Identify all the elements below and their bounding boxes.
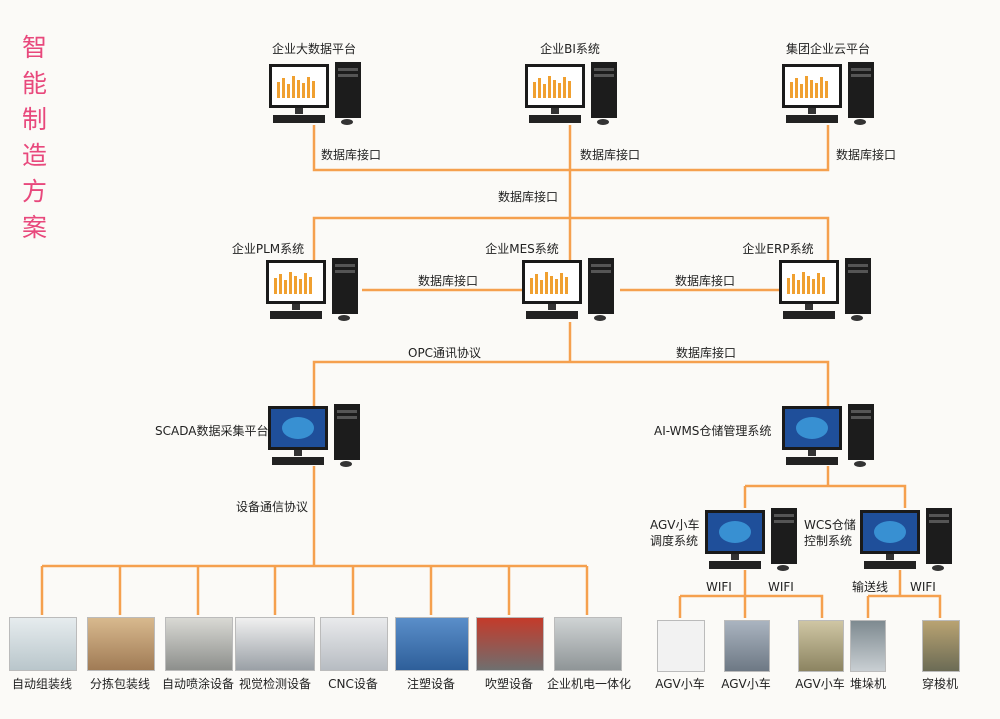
pc-cloud: [782, 62, 874, 125]
device-image-assembly-line: [9, 617, 77, 671]
label-bigdata: 企业大数据平台: [271, 42, 357, 56]
device-caption: AGV小车: [721, 677, 771, 691]
device-caption: 穿梭机: [921, 677, 959, 691]
line-wms-bus: [745, 484, 907, 508]
link-label-db-plm: 数据库接口: [418, 274, 479, 288]
title-char: 造: [22, 141, 48, 170]
line-lower-branch: [312, 360, 830, 410]
pc-plm: [266, 258, 358, 321]
device-caption: 堆垛机: [849, 677, 887, 691]
device-image-shuttle: [922, 620, 960, 672]
link-label-wifi3: WIFI: [910, 580, 936, 594]
title-char: 方: [22, 177, 48, 206]
device-image-blow-molding: [476, 617, 544, 671]
device-image-injection-molding: [395, 617, 469, 671]
page-title: 智 能 制 造 方 案: [22, 30, 52, 246]
device-caption: 吹塑设备: [484, 677, 534, 691]
pc-wcs: [860, 508, 952, 571]
device-image-stacker: [850, 620, 886, 672]
pc-scada: [268, 404, 360, 467]
link-label-db3: 数据库接口: [836, 148, 897, 162]
link-label-db-mid: 数据库接口: [498, 190, 559, 204]
device-image-vision-inspection: [235, 617, 315, 671]
device-caption: 分拣包装线: [89, 677, 151, 691]
link-label-device-protocol: 设备通信协议: [236, 500, 309, 514]
pc-agv-dispatch: [705, 508, 797, 571]
device-caption: 企业机电一体化: [546, 677, 632, 691]
label-cloud: 集团企业云平台: [785, 42, 871, 56]
device-image-mechatronics: [554, 617, 622, 671]
label-scada: SCADA数据采集平台: [155, 424, 269, 438]
device-image-sorting-line: [87, 617, 155, 671]
device-image-agv-2: [724, 620, 770, 672]
label-bi: 企业BI系统: [540, 42, 600, 56]
label-erp: 企业ERP系统: [742, 242, 814, 256]
label-wcs-2: 控制系统: [804, 534, 853, 548]
device-image-cnc: [320, 617, 388, 671]
device-image-spray-equipment: [165, 617, 233, 671]
label-plm: 企业PLM系统: [231, 242, 305, 256]
link-label-db1: 数据库接口: [321, 148, 382, 162]
device-caption: 自动组装线: [11, 677, 73, 691]
pc-bi: [525, 62, 617, 125]
line-wcs-bus: [868, 594, 942, 618]
device-caption: 自动喷涂设备: [161, 677, 235, 691]
device-caption: AGV小车: [795, 677, 845, 691]
label-wms: AI-WMS仓储管理系统: [654, 424, 772, 438]
pc-bigdata: [269, 62, 361, 125]
line-agv-bus: [680, 594, 824, 618]
device-caption: 视觉检测设备: [238, 677, 312, 691]
title-char: 智: [22, 33, 48, 62]
link-label-wifi2: WIFI: [768, 580, 794, 594]
pc-wms: [782, 404, 874, 467]
device-caption: 注塑设备: [406, 677, 456, 691]
label-mes: 企业MES系统: [485, 242, 559, 256]
link-label-wifi1: WIFI: [706, 580, 732, 594]
label-wcs-1: WCS仓储: [804, 518, 856, 532]
device-image-agv-3: [798, 620, 844, 672]
pc-mes: [522, 258, 614, 321]
link-label-opc: OPC通讯协议: [408, 346, 482, 360]
pc-erp: [779, 258, 871, 321]
title-char: 制: [22, 105, 48, 134]
link-label-db-erp: 数据库接口: [675, 274, 736, 288]
label-agv-dispatch-2: 调度系统: [650, 534, 699, 548]
device-caption: CNC设备: [328, 677, 378, 691]
title-char: 案: [22, 213, 48, 242]
link-label-db2: 数据库接口: [580, 148, 641, 162]
link-label-conveyor: 输送线: [852, 580, 889, 594]
link-label-db-wms: 数据库接口: [676, 346, 737, 360]
device-image-agv-1: [657, 620, 705, 672]
title-char: 能: [22, 69, 48, 98]
label-agv-dispatch-1: AGV小车: [650, 518, 700, 532]
device-caption: AGV小车: [655, 677, 705, 691]
